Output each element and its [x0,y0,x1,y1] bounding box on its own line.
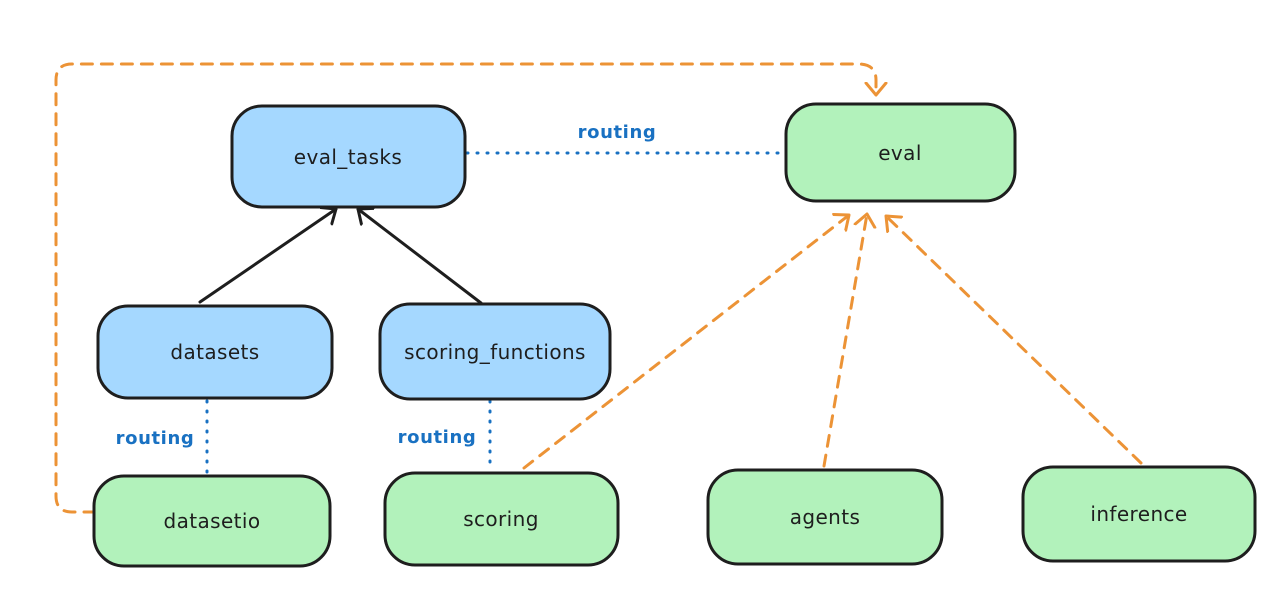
node-eval: eval [784,102,1017,203]
node-agents-box [706,468,944,566]
nodes-layer: eval_tasks eval datasets scoring_functio… [92,102,1257,568]
node-agents: agents [706,468,944,566]
node-datasets-label: datasets [170,340,259,364]
edge-inference-to-eval [884,214,1143,465]
routing-label-eval-tasks-eval: routing [578,122,657,143]
node-scoring-functions-box [378,302,612,401]
node-scoring-functions-label: scoring_functions [404,340,586,364]
edge-labels-layer: routing routing routing [116,122,657,449]
routing-label-datasets-datasetio: routing [116,428,195,449]
edge-scoring-to-eval [522,215,851,470]
node-scoring-functions: scoring_functions [378,302,612,401]
edges-layer [54,62,1143,514]
node-scoring-label: scoring [463,507,539,531]
node-scoring-box [383,471,620,567]
edge-datasetio-to-eval [54,62,876,514]
node-datasetio: datasetio [92,474,332,568]
edge-agents-to-eval [822,212,867,468]
edge-scoring-functions-to-eval-tasks [356,209,483,305]
node-inference-box [1021,465,1257,563]
node-agents-label: agents [790,505,861,529]
node-inference-label: inference [1090,502,1187,526]
node-datasets-box [96,304,334,400]
routing-label-scoring-functions-scoring: routing [398,427,477,448]
node-inference: inference [1021,465,1257,563]
node-eval-tasks-label: eval_tasks [294,145,402,169]
node-eval-tasks-box [230,104,467,209]
node-scoring: scoring [383,471,620,567]
node-eval-tasks: eval_tasks [230,104,467,209]
node-eval-label: eval [878,141,922,165]
node-datasetio-box [92,474,332,568]
edge-datasets-to-eval-tasks [198,209,338,304]
node-datasets: datasets [96,304,334,400]
node-datasetio-label: datasetio [163,509,260,533]
node-eval-box [784,102,1017,203]
